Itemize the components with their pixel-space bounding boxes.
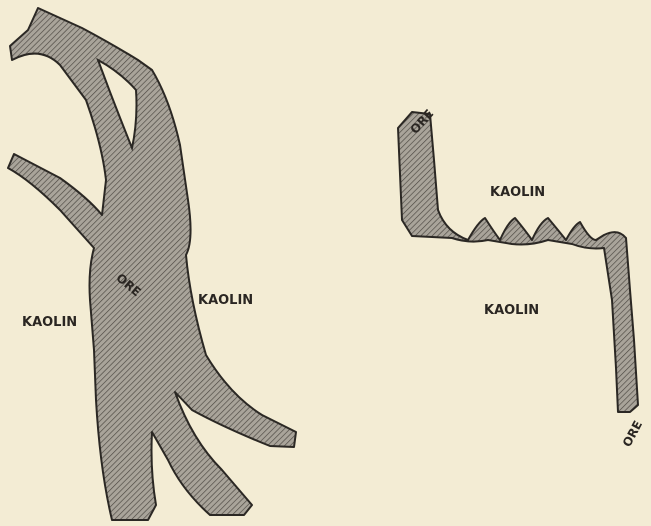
right-kaolin-label-lower: KAOLIN: [484, 303, 539, 318]
right-kaolin-label-upper: KAOLIN: [490, 185, 545, 200]
left-kaolin-label-left: KAOLIN: [22, 315, 77, 330]
left-ore-vein: [8, 8, 296, 520]
right-ore-contact: [398, 112, 638, 412]
right-ore-label-bottom: ORE: [620, 418, 645, 449]
left-kaolin-label-right: KAOLIN: [198, 293, 253, 308]
